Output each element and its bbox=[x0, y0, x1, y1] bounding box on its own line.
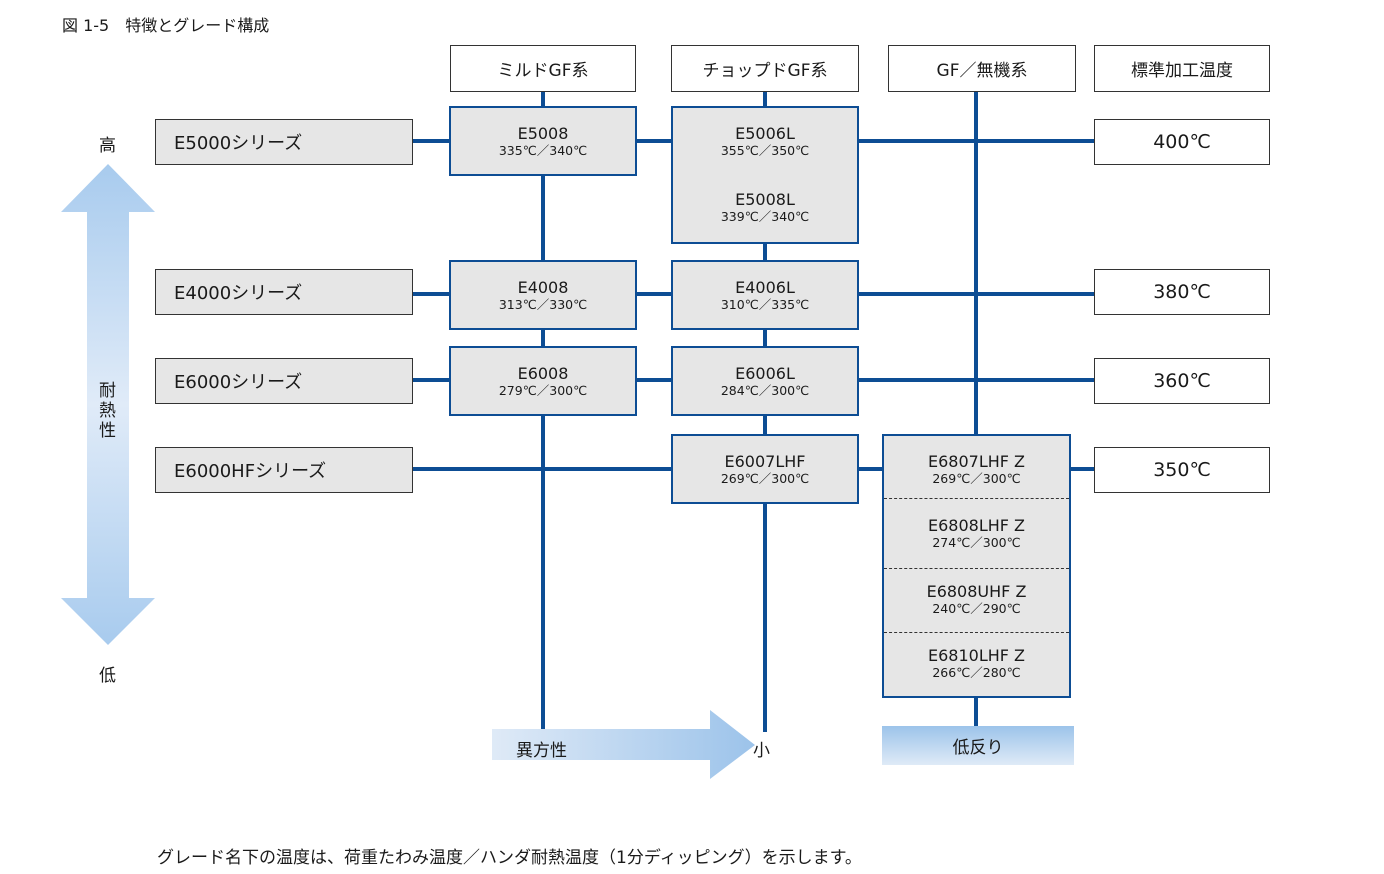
grade-name: E5008L bbox=[735, 190, 795, 209]
grade-temp: 313℃／330℃ bbox=[498, 297, 588, 312]
anisotropy-label: 異方性 bbox=[516, 741, 567, 761]
grade-temp: 266℃／280℃ bbox=[932, 665, 1021, 680]
grade-box-e4008: E4008 313℃／330℃ bbox=[449, 260, 637, 330]
low-warpage-box: 低反り bbox=[882, 726, 1074, 765]
grade-temp: 310℃／335℃ bbox=[720, 297, 810, 312]
grade-temp: 279℃／300℃ bbox=[498, 383, 588, 398]
grade-name: E6807LHF Z bbox=[927, 452, 1026, 471]
divider bbox=[884, 568, 1069, 569]
grade-name: E6007LHF bbox=[724, 452, 806, 471]
header-standard-temp: 標準加工温度 bbox=[1094, 45, 1270, 92]
temp-350: 350℃ bbox=[1094, 447, 1270, 493]
grade-temp: 269℃／300℃ bbox=[932, 471, 1021, 486]
grade-temp: 355℃／350℃ bbox=[720, 143, 810, 158]
axis-high-label: 高 bbox=[99, 136, 116, 156]
low-warpage-label: 低反り bbox=[952, 738, 1004, 758]
heat-resistance-label-1: 耐 bbox=[99, 381, 116, 401]
grade-name: E4006L bbox=[735, 278, 795, 297]
heat-resistance-label-3: 性 bbox=[99, 421, 116, 441]
grade-name: E6810LHF Z bbox=[927, 646, 1026, 665]
heat-resistance-label-2: 熱 bbox=[99, 401, 116, 421]
grade-temp: 284℃／300℃ bbox=[720, 383, 810, 398]
axis-low-label: 低 bbox=[99, 666, 116, 686]
series-e6000hf: E6000HFシリーズ bbox=[155, 447, 413, 493]
temp-380: 380℃ bbox=[1094, 269, 1270, 315]
anisotropy-arrow bbox=[492, 710, 755, 779]
grade-name: E6808LHF Z bbox=[927, 516, 1026, 535]
heat-resistance-arrow bbox=[61, 164, 155, 645]
figure-title: 図 1-5 特徴とグレード構成 bbox=[62, 16, 270, 35]
grade-temp: 269℃／300℃ bbox=[720, 471, 810, 486]
grade-name: E4008 bbox=[517, 278, 569, 297]
footnote: グレード名下の温度は、荷重たわみ温度／ハンダ耐熱温度（1分ディッピング）を示しま… bbox=[157, 848, 862, 868]
small-label: 小 bbox=[753, 741, 770, 761]
grade-name: E5008 bbox=[517, 124, 569, 143]
grade-name: E6006L bbox=[735, 364, 795, 383]
grade-name: E5006L bbox=[735, 124, 795, 143]
grade-temp: 274℃／300℃ bbox=[932, 535, 1021, 550]
grade-box-e6006l: E6006L 284℃／300℃ bbox=[671, 346, 859, 416]
grade-box-e5006l-e5008l: E5006L 355℃／350℃ E5008L 339℃／340℃ bbox=[671, 106, 859, 244]
grade-name: E6008 bbox=[517, 364, 569, 383]
grade-box-e4006l: E4006L 310℃／335℃ bbox=[671, 260, 859, 330]
temp-360: 360℃ bbox=[1094, 358, 1270, 404]
temp-400: 400℃ bbox=[1094, 119, 1270, 165]
grade-temp: 339℃／340℃ bbox=[720, 209, 810, 224]
series-e4000: E4000シリーズ bbox=[155, 269, 413, 315]
grade-temp: 240℃／290℃ bbox=[932, 601, 1021, 616]
series-e5000: E5000シリーズ bbox=[155, 119, 413, 165]
grade-box-e6007lhf: E6007LHF 269℃／300℃ bbox=[671, 434, 859, 504]
grade-name: E6808UHF Z bbox=[926, 582, 1027, 601]
header-milled-gf: ミルドGF系 bbox=[450, 45, 636, 92]
divider bbox=[884, 498, 1069, 499]
header-chopped-gf: チョップドGF系 bbox=[671, 45, 859, 92]
series-e6000: E6000シリーズ bbox=[155, 358, 413, 404]
inorganic-vertical-line bbox=[974, 92, 978, 732]
header-gf-inorganic: GF／無機系 bbox=[888, 45, 1076, 92]
grade-box-e5008: E5008 335℃／340℃ bbox=[449, 106, 637, 176]
divider bbox=[884, 632, 1069, 633]
grade-box-e6008: E6008 279℃／300℃ bbox=[449, 346, 637, 416]
grade-box-hfz-stack: E6807LHF Z 269℃／300℃ E6808LHF Z 274℃／300… bbox=[882, 434, 1071, 698]
grade-temp: 335℃／340℃ bbox=[498, 143, 588, 158]
